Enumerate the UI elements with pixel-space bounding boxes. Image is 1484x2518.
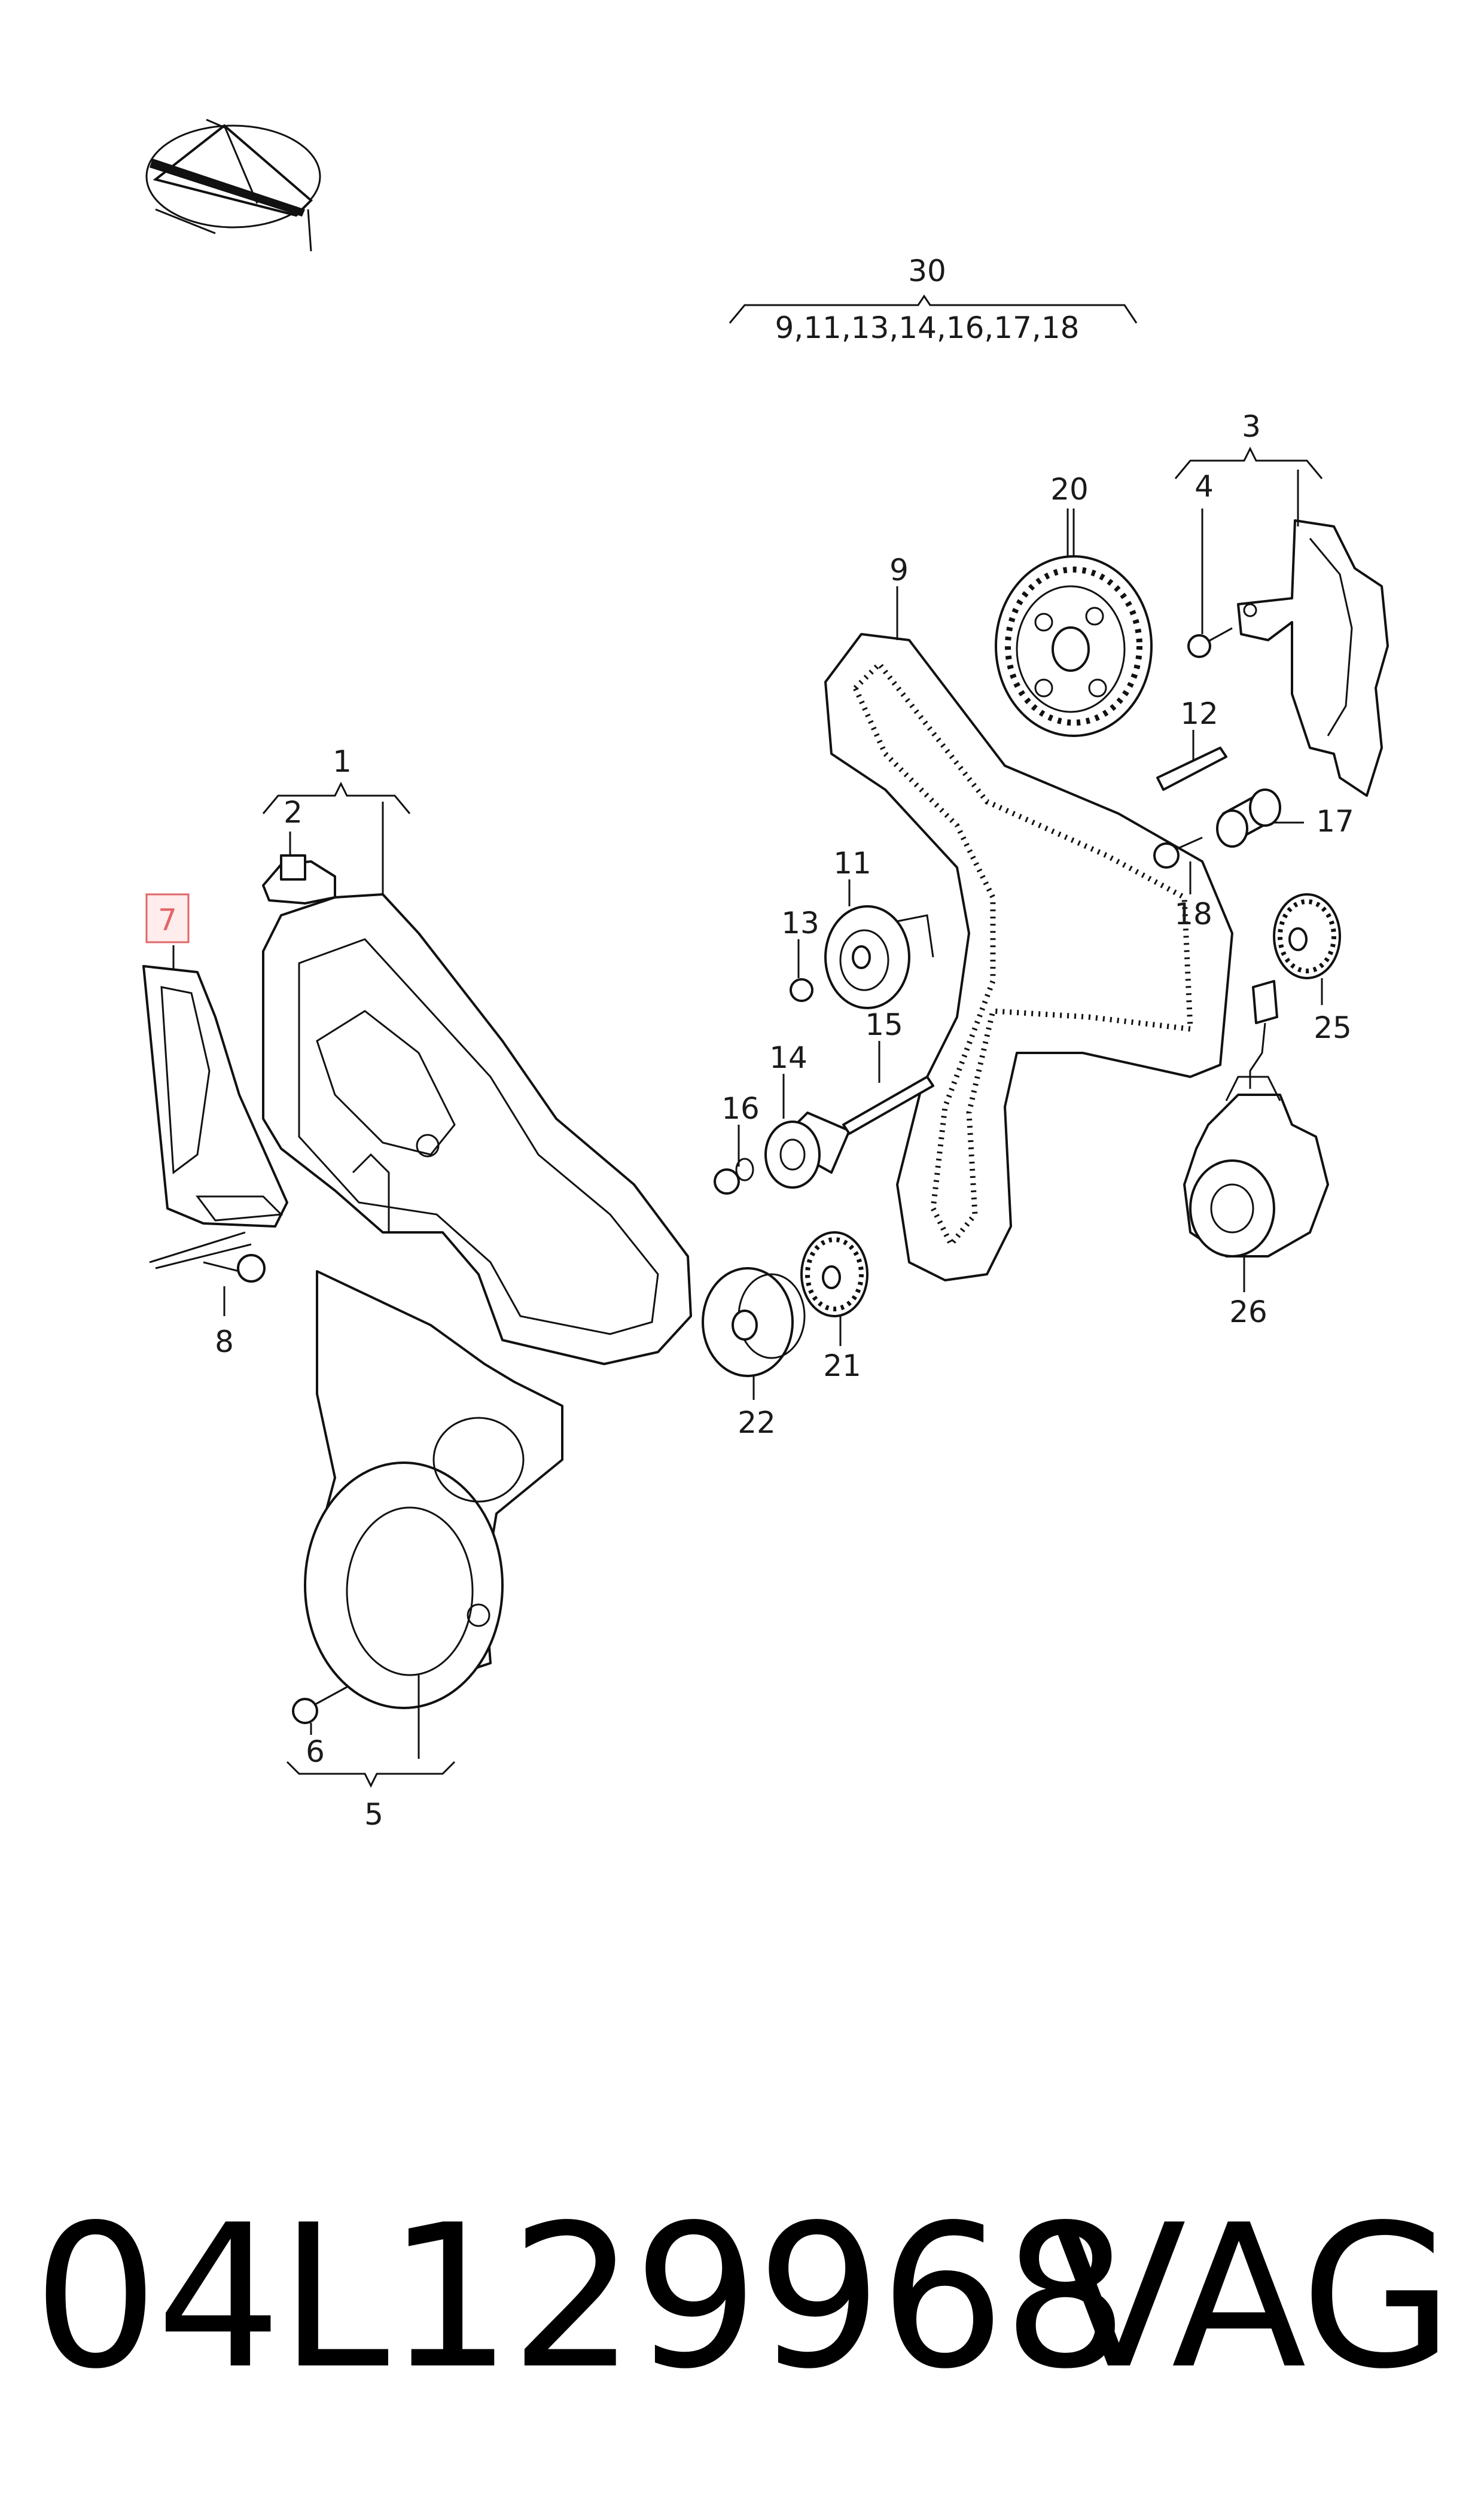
callout-1[interactable]: 1 <box>333 744 352 779</box>
nut-16 <box>714 1158 754 1195</box>
sensor-pump-unit <box>1183 980 1329 1258</box>
callout-labels: 1 2 3 4 5 6 7 8 9 11 12 13 14 15 16 17 1… <box>145 409 1354 1832</box>
cover-cap <box>262 854 336 905</box>
brand-label: VAG <box>1051 2182 1453 2412</box>
lower-timing-cover <box>304 1270 563 1709</box>
crankshaft-sprocket <box>800 1231 869 1317</box>
kit-members-label: 9,11,13,14,16,17,18 <box>775 310 1080 345</box>
callout-8[interactable]: 8 <box>215 1325 234 1359</box>
callout-7-highlight[interactable]: 7 <box>145 893 190 943</box>
callout-6[interactable]: 6 <box>306 1734 325 1769</box>
callout-4[interactable]: 4 <box>1194 469 1214 504</box>
callout-12[interactable]: 12 <box>1180 696 1218 731</box>
leader-lines <box>172 446 1323 1788</box>
callout-17[interactable]: 17 <box>1316 804 1354 839</box>
callout-13[interactable]: 13 <box>781 906 819 940</box>
nut-13 <box>790 978 813 1002</box>
callout-11[interactable]: 11 <box>833 846 871 881</box>
tensioner-pulley <box>824 905 934 1009</box>
callout-3[interactable]: 3 <box>1242 409 1261 444</box>
rear-bracket <box>1237 519 1389 797</box>
kit-bracket: 30 9,11,13,14,16,17,18 <box>729 254 1138 345</box>
callout-2[interactable]: 2 <box>284 795 303 830</box>
callout-21[interactable]: 21 <box>823 1348 861 1383</box>
bolt-6 <box>292 1686 348 1724</box>
bolt-4 <box>1187 627 1233 658</box>
callout-16[interactable]: 16 <box>721 1091 760 1126</box>
side-cover-piece <box>142 965 288 1228</box>
stud-12 <box>1156 747 1227 791</box>
callout-18[interactable]: 18 <box>1174 897 1212 931</box>
idler-pulley <box>764 1112 851 1189</box>
water-pump-pulley <box>702 1267 806 1377</box>
timing-belt <box>824 633 1233 1281</box>
callout-22[interactable]: 22 <box>738 1405 776 1440</box>
callout-15[interactable]: 15 <box>865 1007 903 1042</box>
sensor-gear <box>1273 893 1341 979</box>
footer-caption: 04L129968 VAG <box>0 2172 1484 2423</box>
bolt-18 <box>1153 836 1203 869</box>
callout-7[interactable]: 7 <box>158 903 177 937</box>
callout-25[interactable]: 25 <box>1314 1010 1352 1045</box>
camshaft-sprocket <box>995 555 1153 737</box>
upper-timing-cover <box>262 893 692 1365</box>
callout-30[interactable]: 30 <box>908 254 946 288</box>
spacer-17 <box>1216 788 1281 848</box>
part-number: 04L129968 <box>33 2182 1129 2412</box>
callout-9[interactable]: 9 <box>889 553 909 587</box>
stud-15 <box>842 1076 934 1135</box>
callout-14[interactable]: 14 <box>769 1040 807 1075</box>
callout-5[interactable]: 5 <box>364 1797 383 1832</box>
brand-emblem-icon <box>145 118 321 252</box>
bolt-8 <box>149 1231 266 1283</box>
callout-20[interactable]: 20 <box>1050 472 1089 507</box>
callout-26[interactable]: 26 <box>1229 1295 1267 1329</box>
